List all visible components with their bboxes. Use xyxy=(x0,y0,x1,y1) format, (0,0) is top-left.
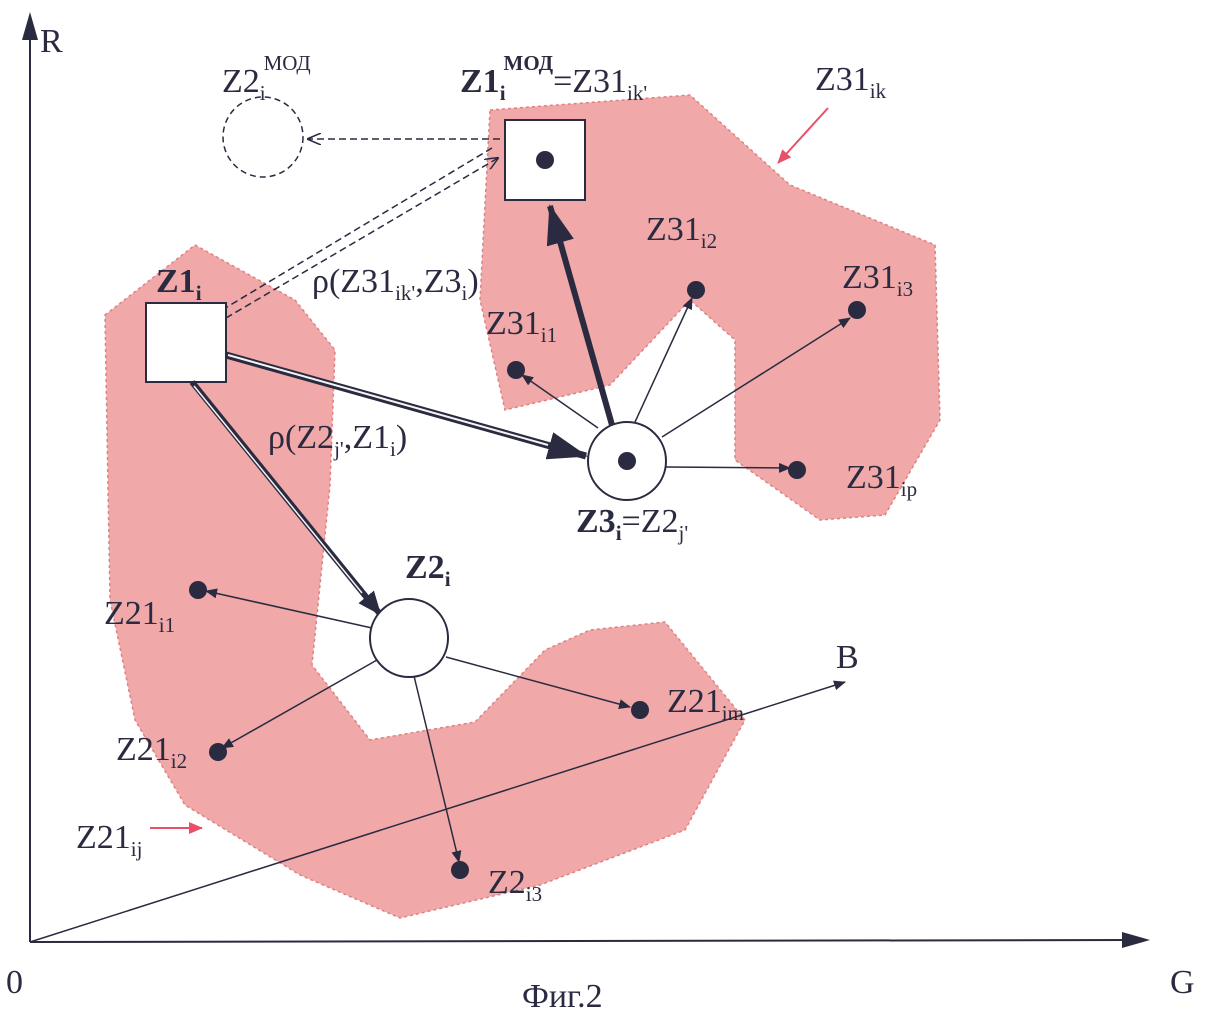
z2-mod-circle xyxy=(223,97,303,177)
arrow-z3-to-z31-ip xyxy=(666,467,790,468)
point-z31-i1 xyxy=(507,361,525,379)
origin-label: 0 xyxy=(6,964,23,1001)
label-rho-mid: ρ(Z2j',Z1i) xyxy=(268,419,407,461)
label-rho-top: ρ(Z31ik',Z3i) xyxy=(312,263,479,305)
z1-mod-point xyxy=(536,151,554,169)
point-z21-i1 xyxy=(189,581,207,599)
r-axis-label: R xyxy=(40,23,63,60)
label-z1-mod: Z1iМОД=Z31ik' xyxy=(460,51,647,105)
label-z21-ij: Z21ij xyxy=(76,819,142,861)
g-axis-arrowhead xyxy=(1122,932,1150,948)
g-axis-label: G xyxy=(1170,964,1195,1001)
label-z21-im: Z21im xyxy=(667,683,744,725)
label-z3: Z3i=Z2j' xyxy=(576,503,688,545)
pink-arrow-z31-ik xyxy=(778,108,828,163)
g-axis xyxy=(30,940,1130,942)
point-z21-im xyxy=(631,701,649,719)
figure-caption: Фиг.2 xyxy=(522,978,603,1015)
label-z2: Z2i xyxy=(405,549,451,591)
label-z1: Z1i xyxy=(156,263,202,305)
b-axis-label: B xyxy=(836,639,859,676)
z3-point xyxy=(618,452,636,470)
point-z31-i3 xyxy=(848,301,866,319)
r-axis-arrowhead xyxy=(22,12,38,40)
point-z31-ip xyxy=(788,461,806,479)
point-z21-i2 xyxy=(209,743,227,761)
z1-square xyxy=(146,303,226,382)
label-z31-ik: Z31ik xyxy=(815,61,887,103)
point-z2-i3 xyxy=(451,861,469,879)
z2-circle xyxy=(370,599,448,677)
point-z31-i2 xyxy=(687,281,705,299)
